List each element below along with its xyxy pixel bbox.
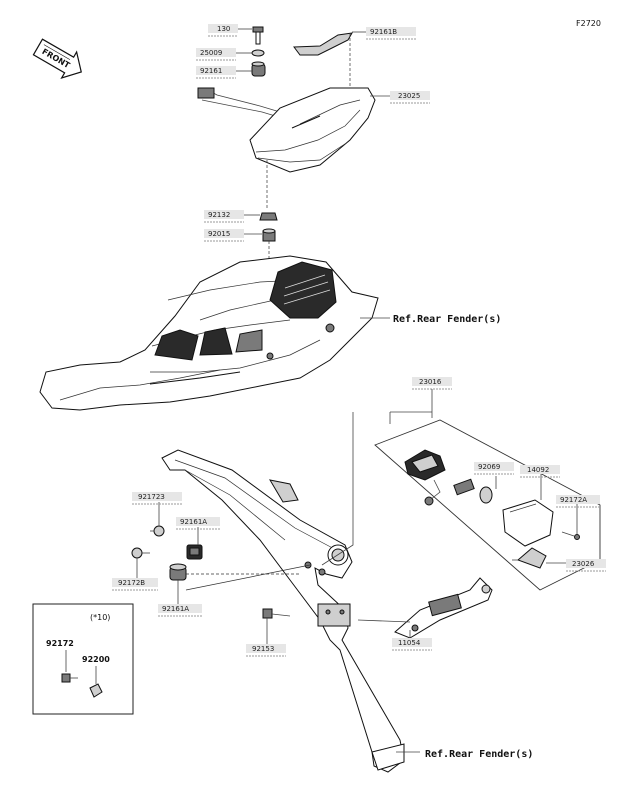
label-921723: 92172З [132, 492, 182, 505]
damper-92161a-lower [169, 563, 187, 581]
svg-text:14092: 14092 [527, 466, 549, 474]
svg-text:23016: 23016 [419, 378, 442, 386]
lens-14092 [502, 499, 554, 547]
svg-text:92161B: 92161B [370, 28, 397, 36]
reflector-23026 [517, 547, 547, 569]
label-23026: 23026 [566, 559, 606, 572]
label-11054: 11054 [392, 638, 432, 651]
label-92172b: 92172B [112, 578, 158, 591]
inset-part-b: 92200 [82, 655, 110, 664]
svg-text:92015: 92015 [208, 230, 230, 238]
label-92069: 92069 [474, 462, 514, 475]
label-92172a: 92172A [556, 495, 600, 508]
label-23016: 23016 [412, 377, 452, 398]
svg-text:92172A: 92172A [560, 496, 587, 504]
svg-text:92172B: 92172B [118, 579, 145, 587]
grommet-92161 [251, 61, 266, 77]
svg-text:130: 130 [217, 25, 230, 33]
svg-text:92069: 92069 [478, 463, 500, 471]
label-92161: 92161 [196, 66, 252, 79]
svg-text:92132: 92132 [208, 211, 230, 219]
screw-92172b [131, 547, 150, 559]
tail-light-socket [404, 449, 446, 506]
inset-title: (*10) [90, 613, 110, 622]
svg-text:92172З: 92172З [138, 493, 165, 501]
inset-nut-icon [89, 683, 103, 698]
svg-text:92161: 92161 [200, 67, 222, 75]
front-arrow-icon: FRONT [32, 38, 82, 80]
svg-text:92161A: 92161A [162, 605, 189, 613]
inset-part-a: 92172 [46, 639, 74, 648]
label-23025: 23025 [370, 91, 430, 104]
label-92015: 92015 [204, 229, 262, 242]
tail-light-assembly-outline [374, 419, 601, 591]
label-130: 130 [208, 24, 252, 37]
svg-text:23026: 23026 [572, 560, 595, 568]
label-25009: 25009 [196, 48, 252, 61]
label-92161a-lower: 92161A [158, 604, 202, 617]
label-92153: 92153 [246, 644, 286, 657]
rear-fender-shell [39, 255, 379, 411]
screw-921723 [150, 525, 165, 537]
svg-text:25009: 25009 [200, 49, 222, 57]
bolt-130 [252, 26, 264, 45]
inset-box: (*10) 92172 92200 [32, 603, 134, 715]
label-92161a-upper: 92161A [176, 517, 220, 530]
bulb-92069 [453, 478, 493, 504]
washer-25009 [251, 49, 265, 57]
ref-rear-fender-lower: Ref.Rear Fender(s) [425, 749, 533, 760]
label-92132: 92132 [204, 210, 260, 223]
svg-text:11054: 11054 [398, 639, 421, 647]
plate-holder-11054 [394, 577, 493, 639]
seat-cowl-23025 [249, 87, 376, 173]
nut-92015 [262, 228, 276, 242]
label-92161b: 92161B [352, 27, 416, 40]
svg-text:92153: 92153 [252, 645, 274, 653]
damper-92161b [293, 32, 353, 56]
ref-rear-fender-upper: Ref.Rear Fender(s) [393, 314, 501, 325]
damper-92161a-upper [186, 544, 203, 560]
screw-92172a [561, 531, 580, 540]
svg-text:23025: 23025 [398, 92, 420, 100]
inset-screw-icon [61, 673, 78, 683]
label-14092: 14092 [520, 465, 560, 478]
bolt-92153 [262, 608, 291, 619]
svg-text:92161A: 92161A [180, 518, 207, 526]
figure-code: F2720 [576, 19, 601, 28]
nut-92132 [259, 212, 278, 221]
